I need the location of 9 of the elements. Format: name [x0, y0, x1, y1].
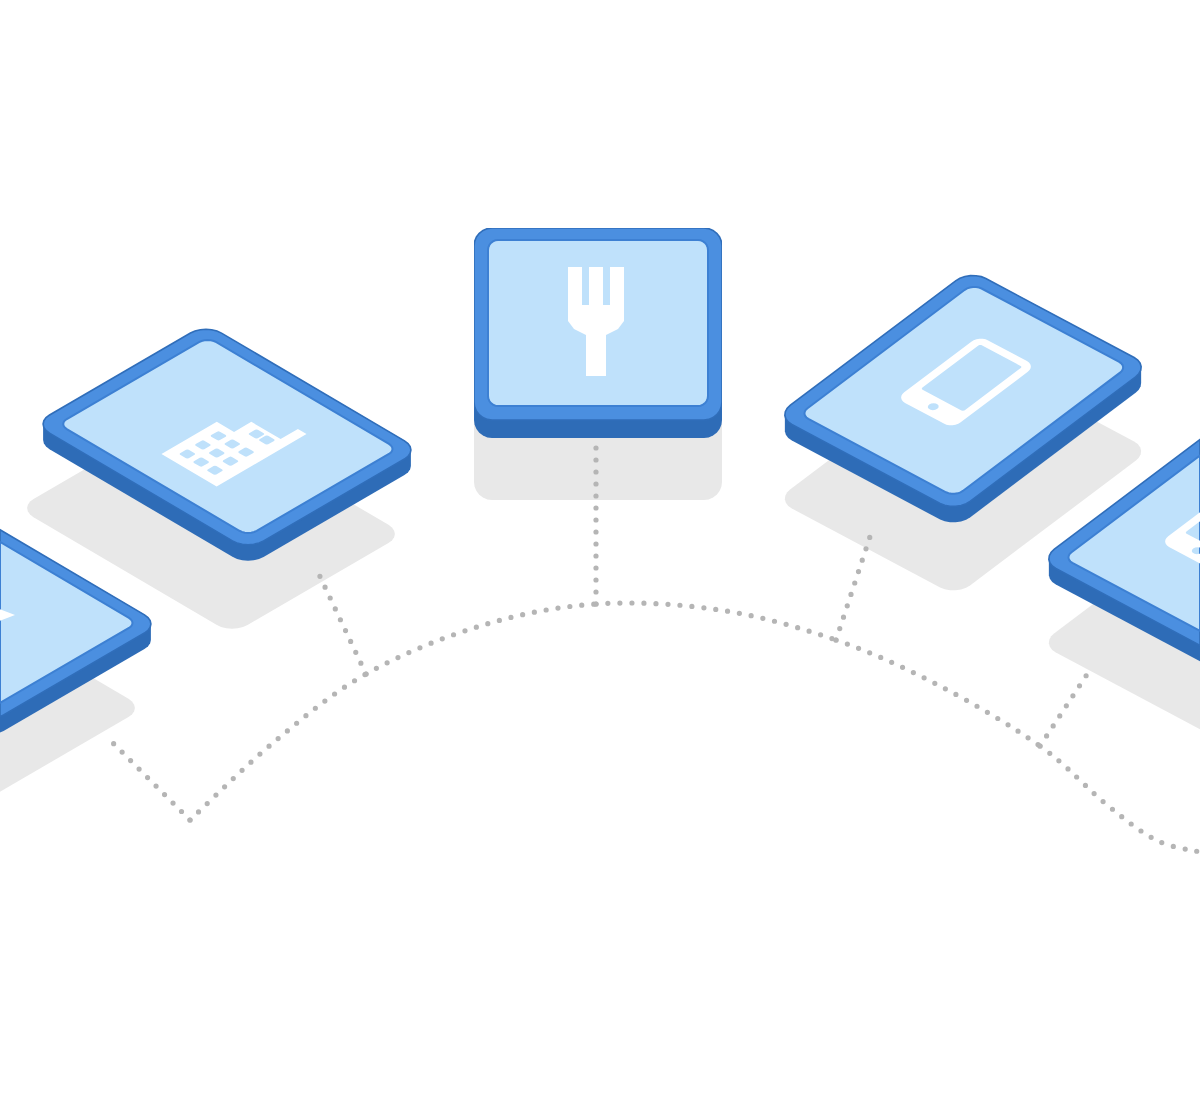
dotted-connector [363, 601, 599, 677]
isometric-tile [474, 228, 722, 438]
dotted-connector [593, 600, 839, 643]
isometric-tile [0, 528, 152, 734]
isometric-tile [784, 274, 1142, 524]
isometric-tile [42, 328, 412, 562]
dotted-connector [833, 637, 1043, 749]
dotted-connector [1037, 743, 1200, 855]
isometric-tile [1048, 438, 1200, 662]
